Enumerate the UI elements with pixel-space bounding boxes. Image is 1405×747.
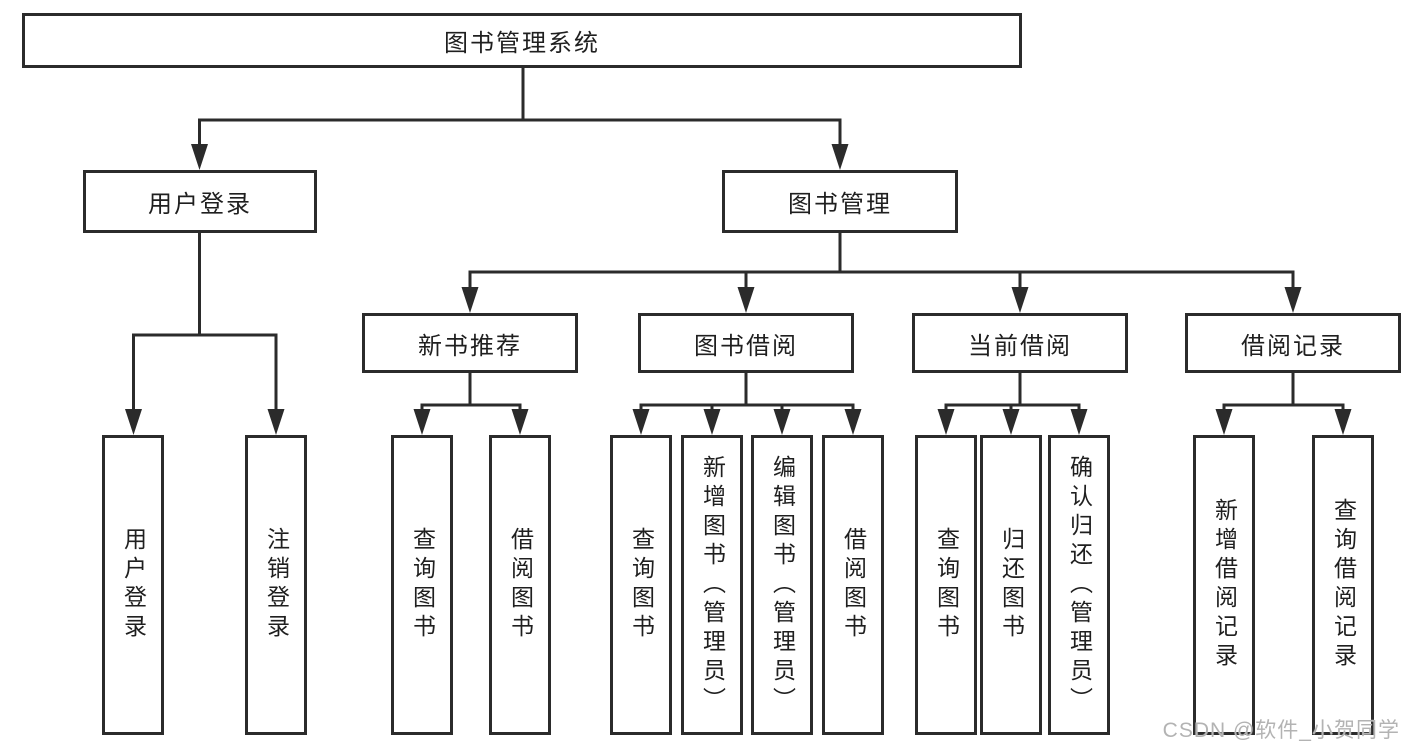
leaf-add-borrow-record: 新增借阅记录 [1193, 435, 1255, 735]
node-new-book-recommendation: 新书推荐 [362, 313, 578, 373]
leaf-current-query-books: 查询图书 [915, 435, 977, 735]
node-user-login: 用户登录 [83, 170, 317, 233]
leaf-borrow-books-label: 借阅图书 [840, 527, 867, 643]
node-root-label: 图书管理系统 [444, 30, 600, 57]
leaf-logout: 注销登录 [245, 435, 307, 735]
leaf-borrowing-query-books: 查询图书 [610, 435, 672, 735]
leaf-recommend-borrow-books: 借阅图书 [489, 435, 551, 735]
leaf-confirm-return-admin: 确认归还（管理员） [1048, 435, 1110, 735]
leaf-user-login-label: 用户登录 [120, 527, 147, 643]
leaf-recommend-query-books-label: 查询图书 [409, 527, 436, 643]
leaf-return-books: 归还图书 [980, 435, 1042, 735]
leaf-confirm-return-admin-label: 确认归还（管理员） [1066, 454, 1093, 716]
leaf-recommend-query-books: 查询图书 [391, 435, 453, 735]
node-current-borrowing-label: 当前借阅 [968, 332, 1072, 360]
leaf-current-query-books-label: 查询图书 [933, 527, 960, 643]
node-new-book-recommendation-label: 新书推荐 [418, 332, 522, 360]
leaf-query-borrow-record-label: 查询借阅记录 [1330, 498, 1357, 672]
node-current-borrowing: 当前借阅 [912, 313, 1128, 373]
leaf-add-books-admin-label: 新增图书（管理员） [699, 454, 726, 716]
leaf-query-borrow-record: 查询借阅记录 [1312, 435, 1374, 735]
node-book-borrowing: 图书借阅 [638, 313, 854, 373]
node-root: 图书管理系统 [22, 13, 1022, 68]
node-book-borrowing-label: 图书借阅 [694, 332, 798, 360]
leaf-user-login: 用户登录 [102, 435, 164, 735]
leaf-return-books-label: 归还图书 [998, 527, 1025, 643]
leaf-borrowing-query-books-label: 查询图书 [628, 527, 655, 643]
leaf-borrow-books: 借阅图书 [822, 435, 884, 735]
node-book-management-label: 图书管理 [788, 191, 892, 218]
leaf-edit-books-admin-label: 编辑图书（管理员） [769, 454, 796, 716]
node-borrowing-records: 借阅记录 [1185, 313, 1401, 373]
node-user-login-label: 用户登录 [148, 191, 252, 218]
leaf-add-borrow-record-label: 新增借阅记录 [1211, 498, 1238, 672]
node-book-management: 图书管理 [722, 170, 958, 233]
csdn-watermark: CSDN @软件_小贺同学 [1162, 719, 1400, 742]
leaf-add-books-admin: 新增图书（管理员） [681, 435, 743, 735]
node-borrowing-records-label: 借阅记录 [1241, 332, 1345, 360]
leaf-edit-books-admin: 编辑图书（管理员） [751, 435, 813, 735]
leaf-recommend-borrow-books-label: 借阅图书 [507, 527, 534, 643]
leaf-logout-label: 注销登录 [263, 527, 290, 643]
